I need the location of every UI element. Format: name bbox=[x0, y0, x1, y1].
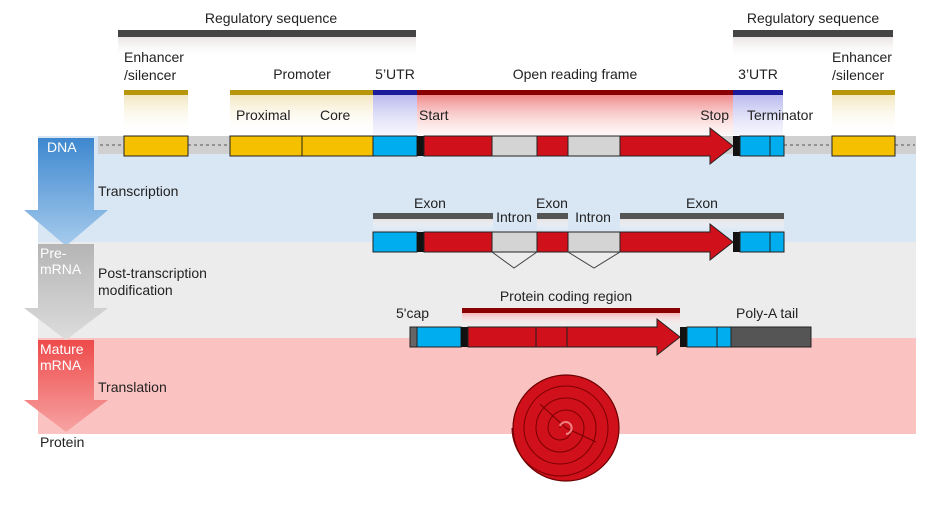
pre-exon3-arrow bbox=[619, 222, 734, 262]
protein-coding-region-label: Protein coding region bbox=[500, 288, 632, 304]
exon3-arrow bbox=[619, 126, 734, 166]
exon1-block bbox=[423, 135, 493, 157]
enhancer-left-block bbox=[123, 135, 189, 157]
protein-coding-region-header: Protein coding region bbox=[462, 288, 680, 327]
regulatory-right-bar bbox=[733, 30, 893, 37]
poly-a-label: Poly-A tail bbox=[736, 305, 798, 321]
core-label: Core bbox=[320, 107, 351, 123]
mature-mrna-strand bbox=[409, 317, 812, 357]
mature-stage-arrow bbox=[24, 340, 108, 432]
utr5-label: 5’UTR bbox=[375, 66, 415, 82]
process-post-transcription-label-1: Post-transcription bbox=[98, 265, 207, 281]
utr3-header: 3’UTR Terminator bbox=[733, 66, 813, 135]
utr3-block-b bbox=[769, 135, 785, 157]
enhancer-left-label-2: /silencer bbox=[124, 67, 176, 83]
stage-protein-label: Protein bbox=[40, 434, 84, 450]
pre-intron1-block bbox=[491, 231, 538, 253]
regulatory-right-fade bbox=[733, 37, 893, 59]
mature-exon2-block bbox=[535, 326, 568, 348]
promoter-label: Promoter bbox=[273, 66, 331, 82]
intron2-block bbox=[567, 135, 621, 157]
terminator-label: Terminator bbox=[747, 107, 813, 123]
dna-stage-arrow bbox=[24, 138, 108, 246]
pre-utr3-block-b bbox=[769, 231, 785, 253]
proximal-block bbox=[229, 135, 303, 157]
dna-strand bbox=[98, 126, 916, 166]
stage-pre-mrna-label-2: mRNA bbox=[40, 261, 82, 277]
regulatory-left-fade bbox=[118, 37, 416, 59]
stop-label: Stop bbox=[700, 107, 729, 123]
mature-cap bbox=[409, 326, 418, 348]
exon2-label: Exon bbox=[536, 195, 568, 211]
regulatory-left-bar bbox=[118, 30, 416, 37]
exon3-label: Exon bbox=[686, 195, 718, 211]
stage-pre-mrna-label-1: Pre- bbox=[40, 245, 67, 261]
proximal-label: Proximal bbox=[236, 107, 290, 123]
mature-mrna-band bbox=[38, 338, 916, 434]
orf-header: Open reading frame Start Stop bbox=[417, 66, 733, 135]
pre-utr3-block-a bbox=[739, 231, 771, 253]
splice-line-2 bbox=[567, 251, 621, 269]
pre-start-codon bbox=[417, 232, 424, 252]
poly-a-tail bbox=[730, 326, 812, 348]
regulatory-left: Regulatory sequence bbox=[118, 10, 416, 59]
promoter-header: Promoter Proximal Core bbox=[230, 66, 373, 135]
pre-intron2-block bbox=[567, 231, 621, 253]
pre-exon1-block bbox=[423, 231, 493, 253]
exon-intron-headers: Exon Exon Exon Intron Intron bbox=[373, 195, 784, 231]
pre-exon2-block bbox=[536, 231, 569, 253]
exon2-block bbox=[536, 135, 569, 157]
utr3-block-a bbox=[739, 135, 771, 157]
orf-label: Open reading frame bbox=[513, 66, 638, 82]
enhancer-right-label-1: Enhancer bbox=[832, 49, 892, 65]
intron1-label: Intron bbox=[496, 209, 532, 225]
exon1-label: Exon bbox=[414, 195, 446, 211]
regulatory-right: Regulatory sequence bbox=[733, 10, 893, 59]
pre-utr5-block bbox=[372, 231, 418, 253]
stop-codon bbox=[733, 136, 740, 156]
mature-utr3-block-b bbox=[716, 326, 732, 348]
regulatory-right-label: Regulatory sequence bbox=[747, 10, 880, 26]
start-codon bbox=[417, 136, 424, 156]
intron1-block bbox=[491, 135, 538, 157]
pre-stop-codon bbox=[733, 232, 740, 252]
pre-mrna-strand bbox=[372, 222, 785, 269]
stage-dna-label: DNA bbox=[47, 139, 77, 155]
intron2-label: Intron bbox=[575, 209, 611, 225]
mature-utr3-block-a bbox=[686, 326, 718, 348]
core-block bbox=[301, 135, 374, 157]
enhancer-left-header: Enhancer /silencer bbox=[124, 49, 188, 135]
utr3-label: 3’UTR bbox=[738, 66, 778, 82]
start-label: Start bbox=[419, 107, 449, 123]
enhancer-left-label-1: Enhancer bbox=[124, 49, 184, 65]
mature-exon1-block bbox=[467, 326, 537, 348]
process-translation-label: Translation bbox=[98, 379, 167, 395]
cap-label: 5'cap bbox=[396, 305, 429, 321]
pre-mrna-stage-arrow bbox=[24, 244, 108, 340]
stage-arrows bbox=[24, 138, 108, 432]
mature-stop-codon bbox=[680, 327, 687, 347]
enhancer-right-block bbox=[831, 135, 896, 157]
regulatory-left-label: Regulatory sequence bbox=[205, 10, 338, 26]
protein-icon bbox=[511, 374, 620, 482]
stage-mature-label-1: Mature bbox=[40, 341, 84, 357]
process-transcription-label: Transcription bbox=[98, 183, 178, 199]
mature-start-codon bbox=[461, 327, 468, 347]
stage-mature-label-2: mRNA bbox=[40, 357, 82, 373]
enhancer-right-header: Enhancer /silencer bbox=[832, 49, 895, 135]
splice-line-1 bbox=[491, 251, 538, 269]
utr5-block bbox=[372, 135, 418, 157]
process-post-transcription-label-2: modification bbox=[98, 282, 173, 298]
enhancer-right-label-2: /silencer bbox=[832, 67, 884, 83]
mature-exon3-arrow bbox=[566, 317, 681, 357]
mature-utr5-block bbox=[416, 326, 462, 348]
utr5-header: 5’UTR bbox=[373, 66, 417, 135]
